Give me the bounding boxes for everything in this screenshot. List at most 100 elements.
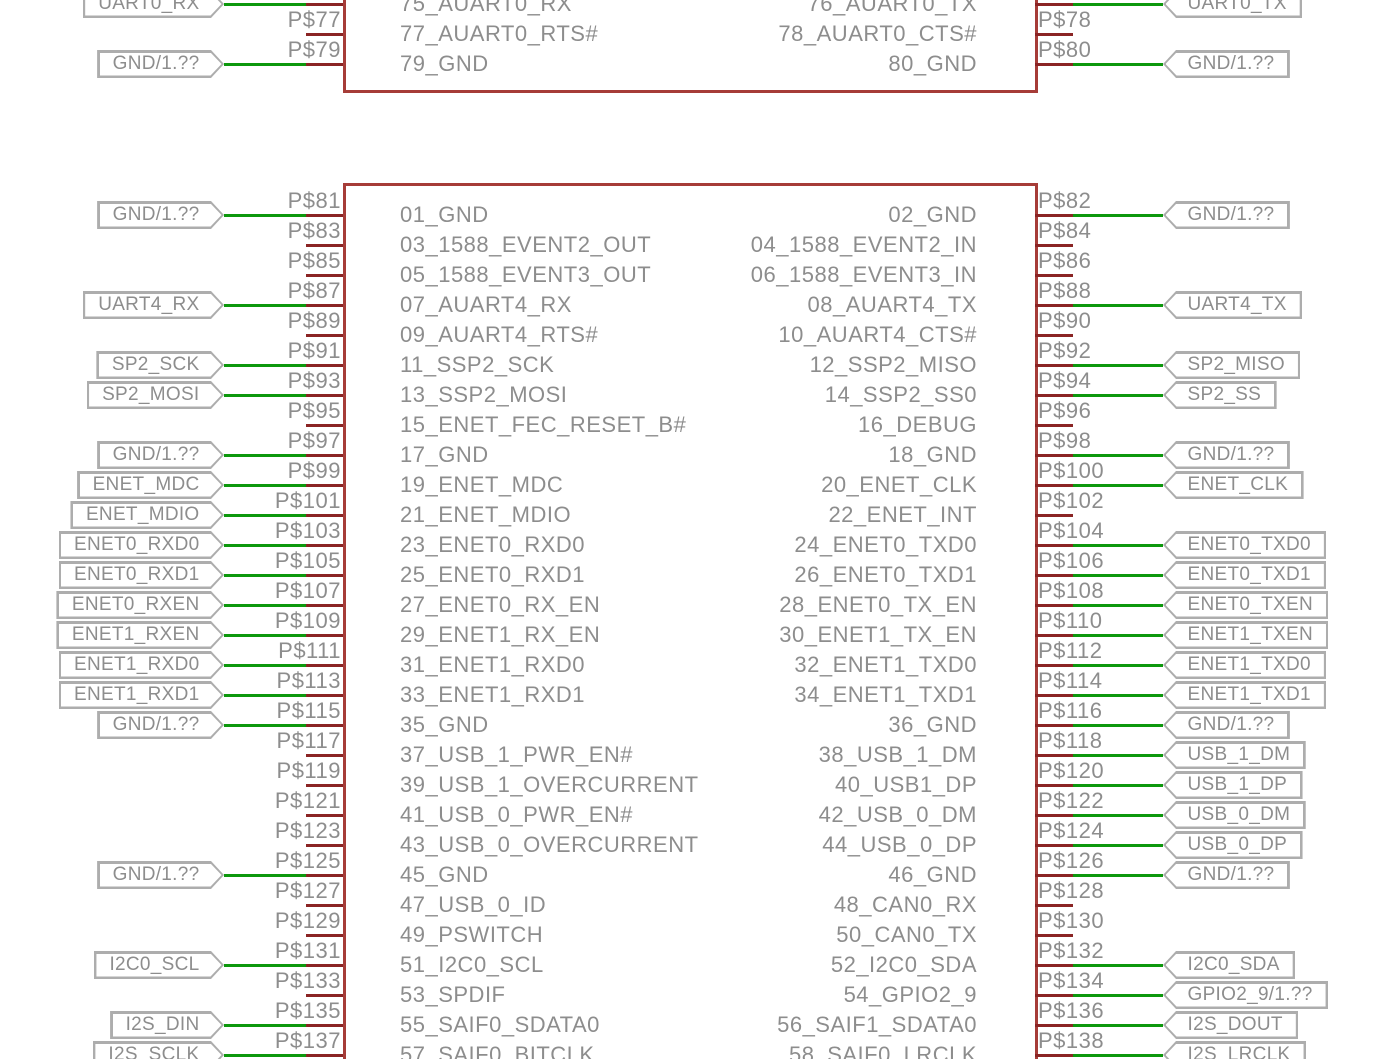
net-flag[interactable]: ENET0_TXEN bbox=[1163, 591, 1329, 619]
pin-label-left[interactable]: 31_ENET1_RXD0 bbox=[400, 652, 586, 677]
pin-label-left[interactable]: 19_ENET_MDC bbox=[400, 472, 564, 497]
pin-label-left[interactable]: 49_PSWITCH bbox=[400, 922, 544, 947]
pin-number-left[interactable]: P$87 bbox=[287, 278, 341, 303]
net-wire-right[interactable] bbox=[1073, 604, 1163, 607]
net-wire-left[interactable] bbox=[224, 544, 306, 547]
net-wire-left[interactable] bbox=[224, 724, 306, 727]
pin-label-left[interactable]: 37_USB_1_PWR_EN# bbox=[400, 742, 634, 767]
pin-stub-left[interactable] bbox=[306, 3, 343, 6]
pin-stub-right[interactable] bbox=[1035, 214, 1073, 217]
pin-label-left[interactable]: 33_ENET1_RXD1 bbox=[400, 682, 586, 707]
pin-stub-right[interactable] bbox=[1035, 394, 1073, 397]
net-wire-right[interactable] bbox=[1073, 874, 1163, 877]
pin-stub-left[interactable] bbox=[306, 304, 343, 307]
pin-number-left[interactable]: P$95 bbox=[287, 398, 341, 423]
pin-number-right[interactable]: P$80 bbox=[1038, 37, 1092, 62]
pin-number-left[interactable]: P$129 bbox=[274, 908, 341, 933]
pin-stub-left[interactable] bbox=[306, 754, 343, 757]
pin-label-right[interactable]: 04_1588_EVENT2_IN bbox=[750, 232, 977, 257]
net-flag[interactable]: GND/1.?? bbox=[1163, 201, 1290, 229]
net-wire-left[interactable] bbox=[224, 364, 306, 367]
net-flag[interactable]: GND/1.?? bbox=[97, 201, 224, 229]
pin-label-right[interactable]: 44_USB_0_DP bbox=[822, 832, 977, 857]
pin-stub-left[interactable] bbox=[306, 694, 343, 697]
pin-label-left[interactable]: 15_ENET_FEC_RESET_B# bbox=[400, 412, 687, 437]
pin-label-left[interactable]: 41_USB_0_PWR_EN# bbox=[400, 802, 634, 827]
pin-label-left[interactable]: 03_1588_EVENT2_OUT bbox=[400, 232, 652, 257]
pin-number-right[interactable]: P$112 bbox=[1038, 638, 1103, 663]
net-wire-left[interactable] bbox=[224, 514, 306, 517]
pin-label-right[interactable]: 48_CAN0_RX bbox=[833, 892, 977, 917]
pin-label-left[interactable]: 29_ENET1_RX_EN bbox=[400, 622, 601, 647]
net-flag[interactable]: GND/1.?? bbox=[1163, 50, 1290, 78]
pin-number-right[interactable]: P$102 bbox=[1038, 488, 1105, 513]
pin-label-left[interactable]: 07_AUART4_RX bbox=[400, 292, 572, 317]
net-flag[interactable]: I2S_DOUT bbox=[1163, 1011, 1299, 1039]
pin-label-right[interactable]: 40_USB1_DP bbox=[835, 772, 977, 797]
pin-number-right[interactable]: P$128 bbox=[1038, 878, 1105, 903]
net-wire-left[interactable] bbox=[224, 394, 306, 397]
net-wire-right[interactable] bbox=[1073, 364, 1163, 367]
pin-stub-left[interactable] bbox=[306, 964, 343, 967]
pin-number-right[interactable]: P$118 bbox=[1038, 728, 1103, 753]
pin-stub-left[interactable] bbox=[306, 244, 343, 247]
pin-label-left[interactable]: 57_SAIF0_BITCLK bbox=[400, 1042, 595, 1059]
pin-number-right[interactable]: P$136 bbox=[1038, 998, 1105, 1023]
net-flag[interactable]: ENET_CLK bbox=[1163, 471, 1304, 499]
pin-stub-left[interactable] bbox=[306, 574, 343, 577]
net-flag[interactable]: I2C0_SDA bbox=[1163, 951, 1296, 979]
net-flag[interactable]: SP2_MOSI bbox=[87, 381, 224, 409]
pin-label-right[interactable]: 50_CAN0_TX bbox=[836, 922, 977, 947]
pin-number-left[interactable]: P$93 bbox=[287, 368, 341, 393]
net-wire-left[interactable] bbox=[224, 574, 306, 577]
net-wire-left[interactable] bbox=[224, 454, 306, 457]
pin-label-right[interactable]: 42_USB_0_DM bbox=[818, 802, 977, 827]
pin-stub-left[interactable] bbox=[306, 934, 343, 937]
net-flag[interactable]: GND/1.?? bbox=[97, 861, 224, 889]
pin-label-right[interactable]: 28_ENET0_TX_EN bbox=[779, 592, 977, 617]
pin-stub-right[interactable] bbox=[1035, 334, 1073, 337]
pin-label-left[interactable]: 27_ENET0_RX_EN bbox=[400, 592, 601, 617]
net-flag[interactable]: I2S_LRCLK bbox=[1163, 1041, 1307, 1059]
pin-stub-right[interactable] bbox=[1035, 964, 1073, 967]
net-flag[interactable]: GND/1.?? bbox=[1163, 441, 1290, 469]
pin-label-left[interactable]: 11_SSP2_SCK bbox=[400, 352, 555, 377]
net-flag[interactable]: UART4_RX bbox=[83, 291, 224, 319]
net-flag[interactable]: ENET0_RXEN bbox=[56, 591, 224, 619]
pin-label-left[interactable]: 01_GND bbox=[400, 202, 489, 227]
pin-stub-right[interactable] bbox=[1035, 934, 1073, 937]
net-flag[interactable]: USB_0_DP bbox=[1163, 831, 1303, 859]
pin-label-left[interactable]: 47_USB_0_ID bbox=[400, 892, 547, 917]
pin-stub-right[interactable] bbox=[1035, 3, 1073, 6]
pin-stub-left[interactable] bbox=[306, 454, 343, 457]
pin-stub-left[interactable] bbox=[306, 1054, 343, 1057]
pin-number-right[interactable]: P$122 bbox=[1038, 788, 1105, 813]
pin-stub-left[interactable] bbox=[306, 214, 343, 217]
pin-stub-left[interactable] bbox=[306, 63, 343, 66]
pin-label-left[interactable]: 79_GND bbox=[400, 51, 489, 76]
pin-number-right[interactable]: P$88 bbox=[1038, 278, 1092, 303]
pin-number-left[interactable]: P$91 bbox=[287, 338, 341, 363]
pin-label-left[interactable]: 39_USB_1_OVERCURRENT bbox=[400, 772, 699, 797]
pin-number-right[interactable]: P$90 bbox=[1038, 308, 1092, 333]
net-wire-right[interactable] bbox=[1073, 994, 1163, 997]
net-flag[interactable]: GND/1.?? bbox=[1163, 861, 1290, 889]
pin-number-right[interactable]: P$138 bbox=[1038, 1028, 1105, 1053]
ic-symbol-box-main[interactable] bbox=[343, 183, 1038, 1059]
pin-number-left[interactable]: P$133 bbox=[274, 968, 341, 993]
pin-number-right[interactable]: P$98 bbox=[1038, 428, 1092, 453]
pin-label-right[interactable]: 46_GND bbox=[888, 862, 977, 887]
pin-label-right[interactable]: 24_ENET0_TXD0 bbox=[794, 532, 977, 557]
net-flag[interactable]: ENET1_RXD1 bbox=[59, 681, 225, 709]
pin-label-right[interactable]: 36_GND bbox=[888, 712, 977, 737]
net-flag[interactable]: GND/1.?? bbox=[97, 50, 224, 78]
pin-stub-left[interactable] bbox=[306, 364, 343, 367]
pin-number-left[interactable]: P$79 bbox=[287, 37, 341, 62]
pin-stub-right[interactable] bbox=[1035, 754, 1073, 757]
net-wire-right[interactable] bbox=[1073, 634, 1163, 637]
pin-label-right[interactable]: 16_DEBUG bbox=[858, 412, 977, 437]
net-flag[interactable]: USB_0_DM bbox=[1163, 801, 1306, 829]
net-wire-left[interactable] bbox=[224, 304, 306, 307]
pin-label-right[interactable]: 02_GND bbox=[888, 202, 977, 227]
pin-label-right[interactable]: 12_SSP2_MISO bbox=[809, 352, 977, 377]
